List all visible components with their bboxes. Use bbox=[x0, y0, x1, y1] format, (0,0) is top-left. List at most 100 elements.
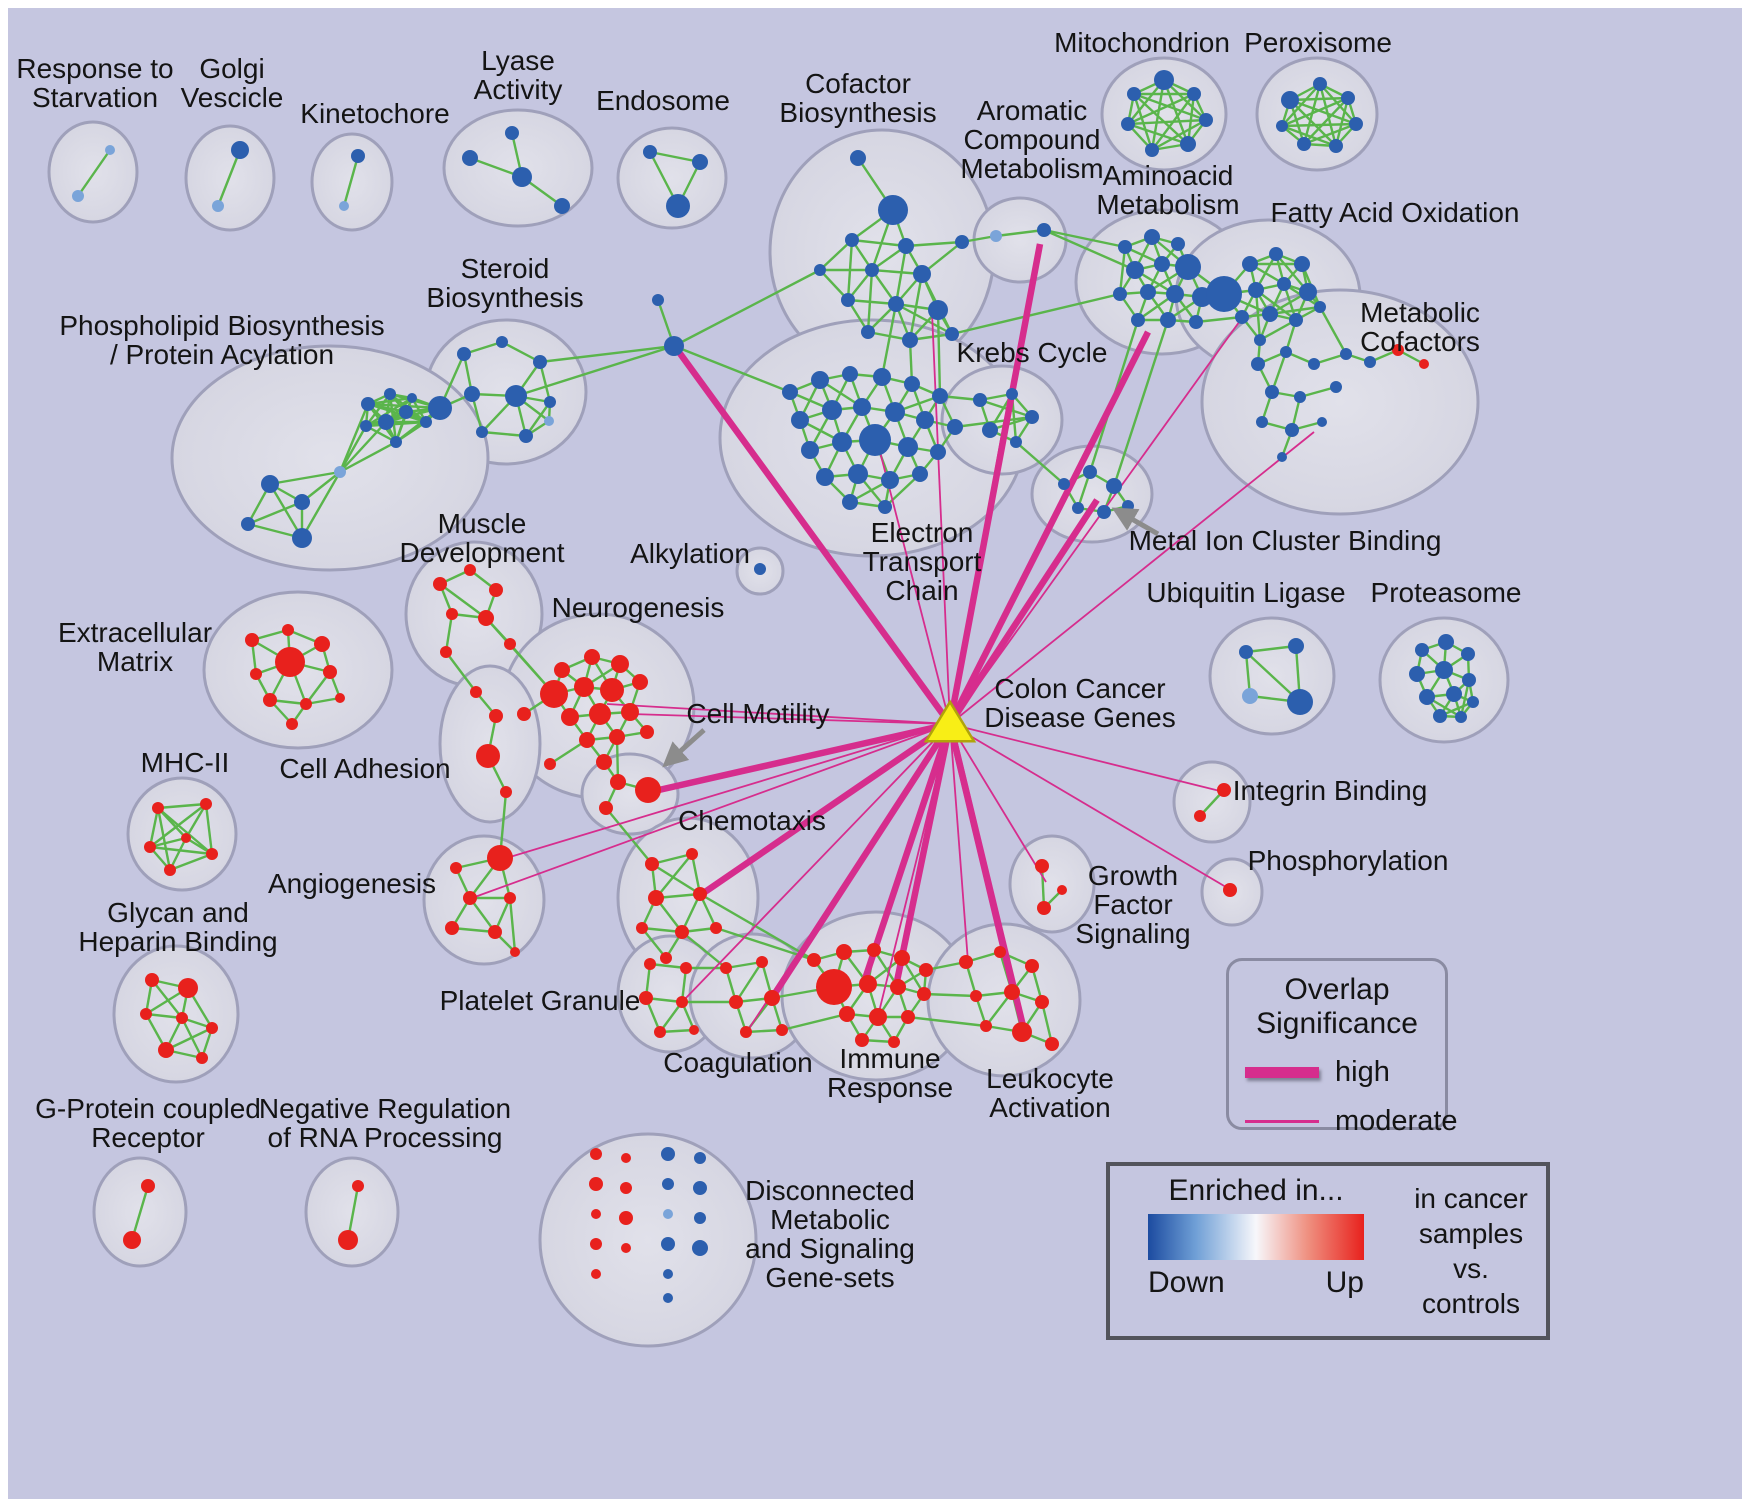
gene-set-node bbox=[666, 194, 690, 218]
gene-set-node bbox=[1187, 87, 1201, 101]
green-edge bbox=[247, 500, 303, 526]
green-edge bbox=[339, 440, 397, 474]
gene-set-node bbox=[450, 862, 462, 874]
gene-set-node bbox=[662, 1178, 674, 1190]
gene-set-node bbox=[955, 235, 969, 249]
gene-set-node bbox=[1254, 334, 1266, 346]
gene-set-node bbox=[901, 1010, 915, 1024]
gene-set-node bbox=[898, 437, 918, 457]
green-edge bbox=[1151, 118, 1207, 152]
gene-set-node bbox=[554, 198, 570, 214]
green-edge bbox=[699, 892, 815, 962]
green-edge bbox=[1270, 351, 1288, 393]
label-chemotaxis: Chemotaxis bbox=[678, 805, 826, 836]
legend-enrichment: Enriched in... Down Up in cancer samples… bbox=[1106, 1162, 1550, 1340]
green-edge bbox=[1319, 83, 1357, 125]
gene-set-node bbox=[686, 848, 698, 860]
gene-set-node bbox=[973, 393, 987, 407]
overlap-edge-moderate bbox=[949, 723, 1232, 891]
gene-set-node bbox=[1235, 310, 1249, 324]
gene-set-node bbox=[1035, 859, 1049, 873]
label-endosome: Endosome bbox=[596, 85, 730, 116]
gene-set-node bbox=[1106, 478, 1122, 494]
overlap-edge-moderate bbox=[499, 723, 951, 861]
label-cell-adhesion: Cell Adhesion bbox=[279, 753, 450, 784]
gene-set-node bbox=[399, 405, 413, 419]
gene-set-node bbox=[832, 432, 852, 452]
annotation-arrows bbox=[662, 507, 1160, 768]
gene-set-node bbox=[496, 336, 508, 348]
legend-overlap-significance: Overlap Significance high moderate bbox=[1226, 958, 1458, 1137]
green-edge bbox=[157, 807, 213, 855]
gene-set-node bbox=[1289, 313, 1303, 327]
gene-set-node bbox=[1364, 356, 1376, 368]
gene-set-node bbox=[1277, 452, 1287, 462]
gene-set-node bbox=[959, 955, 973, 969]
gene-set-node bbox=[589, 703, 611, 725]
gene-set-node bbox=[632, 674, 648, 690]
green-edge bbox=[894, 245, 908, 305]
gene-set-node bbox=[885, 402, 905, 422]
gene-set-node bbox=[487, 845, 513, 871]
gene-set-node bbox=[504, 892, 516, 904]
gene-set-node bbox=[1276, 120, 1288, 132]
green-edge bbox=[1150, 79, 1166, 151]
green-edge bbox=[1299, 385, 1337, 399]
gene-set-node bbox=[1194, 810, 1206, 822]
gene-set-node bbox=[505, 385, 527, 407]
gene-set-node bbox=[740, 1026, 752, 1038]
gene-set-node bbox=[902, 332, 918, 348]
gene-set-node bbox=[890, 979, 906, 995]
label-phosphorylation: Phosphorylation bbox=[1248, 845, 1449, 876]
gene-set-node bbox=[621, 1153, 631, 1163]
green-edge bbox=[936, 309, 942, 397]
green-edge bbox=[951, 292, 1121, 336]
gene-set-node bbox=[1446, 686, 1462, 702]
green-edge bbox=[501, 340, 541, 364]
label-fatty-acid-oxidation: Fatty Acid Oxidation bbox=[1270, 197, 1519, 228]
gene-set-node bbox=[544, 758, 556, 770]
gene-set-node bbox=[1058, 478, 1070, 490]
cluster-growth-factor-signaling bbox=[1008, 834, 1096, 934]
gene-set-node bbox=[596, 754, 612, 770]
green-edge bbox=[1043, 228, 1136, 272]
gene-set-node bbox=[848, 464, 868, 484]
gene-set-node bbox=[865, 263, 879, 277]
green-edge bbox=[1118, 246, 1127, 295]
gene-set-node bbox=[1330, 381, 1342, 393]
gene-set-node bbox=[1037, 223, 1051, 237]
gene-set-node bbox=[1072, 502, 1084, 514]
gene-set-node bbox=[636, 922, 648, 934]
gene-set-node bbox=[845, 233, 859, 247]
green-edge bbox=[268, 483, 304, 539]
gene-set-node bbox=[504, 638, 516, 650]
green-edge bbox=[481, 430, 527, 438]
gene-set-node bbox=[888, 1036, 900, 1048]
gene-set-node bbox=[1433, 709, 1447, 723]
gene-set-node bbox=[378, 414, 394, 430]
gene-set-node bbox=[1419, 689, 1435, 705]
gene-set-node bbox=[440, 646, 452, 658]
gene-set-node bbox=[561, 708, 579, 726]
gene-set-node bbox=[1299, 283, 1317, 301]
gene-set-node bbox=[589, 1177, 603, 1191]
gene-set-node bbox=[476, 426, 488, 438]
gene-set-node bbox=[590, 1148, 602, 1160]
green-edge bbox=[439, 583, 487, 619]
green-edge bbox=[145, 1012, 183, 1020]
gene-set-node bbox=[855, 1033, 869, 1047]
gene-set-node bbox=[853, 398, 871, 416]
green-edge bbox=[365, 396, 413, 428]
overlap-edge-high bbox=[947, 498, 1100, 726]
gene-set-node bbox=[1419, 359, 1429, 369]
gene-set-node bbox=[811, 371, 829, 389]
gene-set-node bbox=[158, 1042, 174, 1058]
gene-set-node bbox=[1171, 237, 1185, 251]
gene-set-node bbox=[178, 978, 198, 998]
gene-set-node bbox=[990, 230, 1002, 242]
gene-set-node bbox=[867, 943, 881, 957]
